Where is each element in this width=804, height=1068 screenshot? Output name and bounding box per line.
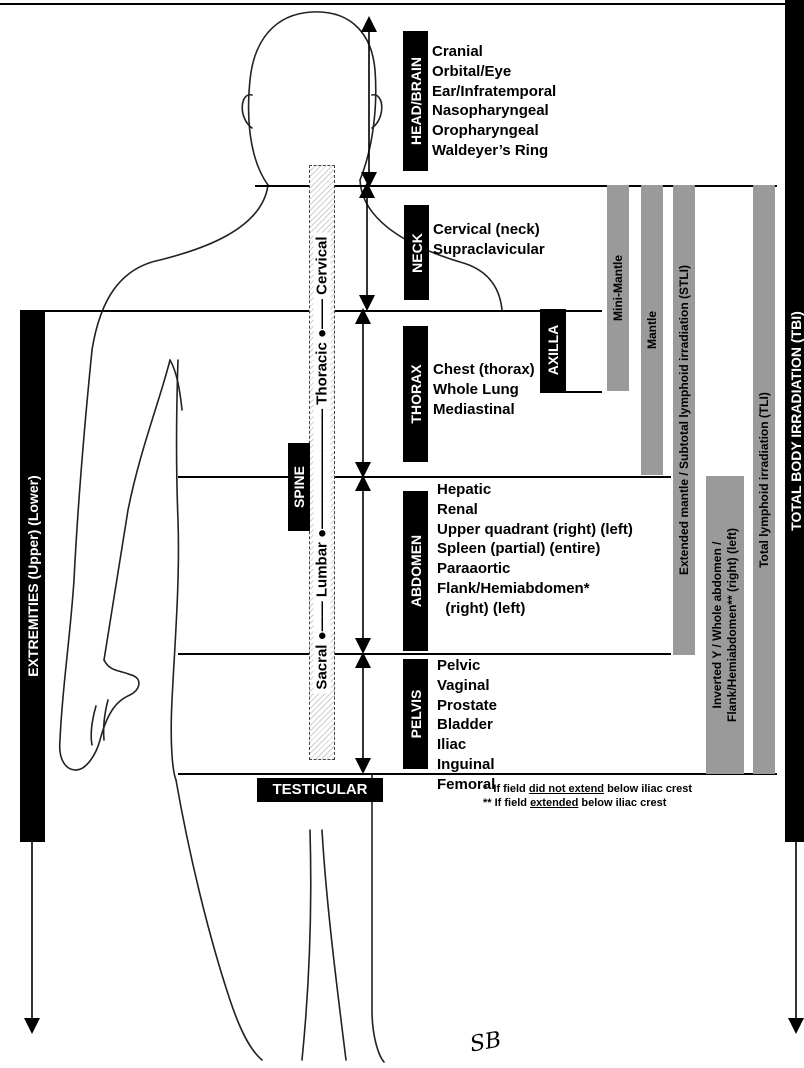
- footnote-1: * If field did not extend below iliac cr…: [483, 783, 692, 795]
- list-item: Nasopharyngeal: [432, 101, 556, 121]
- abdomen-items: Hepatic Renal Upper quadrant (right) (le…: [437, 480, 633, 619]
- abdomen-label: ABDOMEN: [403, 491, 428, 651]
- pelvis-items: Pelvic Vaginal Prostate Bladder Iliac In…: [437, 656, 497, 795]
- list-item: Chest (thorax): [433, 360, 535, 380]
- list-item: Upper quadrant (right) (left): [437, 520, 633, 540]
- spine-column: Sacral ●—— Lumbar ●———————— Thoracic ●——…: [309, 165, 335, 760]
- pelvis-label: PELVIS: [403, 659, 428, 769]
- tli-bar: Total lymphoid irradiation (TLI): [753, 185, 775, 774]
- list-item: Waldeyer’s Ring: [432, 141, 556, 161]
- thorax-items: Chest (thorax) Whole Lung Mediastinal: [433, 360, 535, 419]
- tbi-bar: TOTAL BODY IRRADIATION (TBI): [785, 0, 804, 842]
- list-item: Vaginal: [437, 676, 497, 696]
- head-items: Cranial Orbital/Eye Ear/Infratemporal Na…: [432, 42, 556, 161]
- list-item: Whole Lung: [433, 380, 535, 400]
- list-item: Paraaortic: [437, 559, 633, 579]
- list-item: Orbital/Eye: [432, 62, 556, 82]
- list-item: Mediastinal: [433, 400, 535, 420]
- thorax-label: THORAX: [403, 326, 428, 462]
- list-item: Ear/Infratemporal: [432, 82, 556, 102]
- spine-column-text: Sacral ●—— Lumbar ●———————— Thoracic ●——…: [314, 232, 331, 693]
- list-item: Renal: [437, 500, 633, 520]
- extremities-bar: EXTREMITIES (Upper) (Lower): [20, 310, 45, 842]
- testicular-label: TESTICULAR: [257, 778, 383, 802]
- spine-label: SPINE: [288, 443, 310, 531]
- list-item: Hepatic: [437, 480, 633, 500]
- list-item: Spleen (partial) (entire): [437, 539, 633, 559]
- neck-label: NECK: [404, 205, 429, 300]
- list-item: Cranial: [432, 42, 556, 62]
- stli-bar: Extended mantle / Subtotal lymphoid irra…: [673, 185, 695, 655]
- list-item: (right) (left): [437, 599, 633, 619]
- list-item: Flank/Hemiabdomen*: [437, 579, 633, 599]
- list-item: Inguinal: [437, 755, 497, 775]
- list-item: Bladder: [437, 715, 497, 735]
- list-item: Supraclavicular: [433, 240, 545, 260]
- list-item: Pelvic: [437, 656, 497, 676]
- footnote-2: ** If field extended below iliac crest: [483, 797, 666, 809]
- mantle-bar: Mantle: [641, 185, 663, 475]
- neck-items: Cervical (neck) Supraclavicular: [433, 220, 545, 260]
- head-brain-label: HEAD/BRAIN: [403, 31, 428, 171]
- artist-signature: SB: [468, 1027, 503, 1057]
- list-item: Prostate: [437, 696, 497, 716]
- list-item: Oropharyngeal: [432, 121, 556, 141]
- list-item: Cervical (neck): [433, 220, 545, 240]
- inverted-y-bar: Inverted Y / Whole abdomen / Flank/Hemia…: [706, 476, 744, 774]
- list-item: Iliac: [437, 735, 497, 755]
- mini-mantle-bar: Mini-Mantle: [607, 185, 629, 391]
- axilla-label: AXILLA: [540, 309, 566, 391]
